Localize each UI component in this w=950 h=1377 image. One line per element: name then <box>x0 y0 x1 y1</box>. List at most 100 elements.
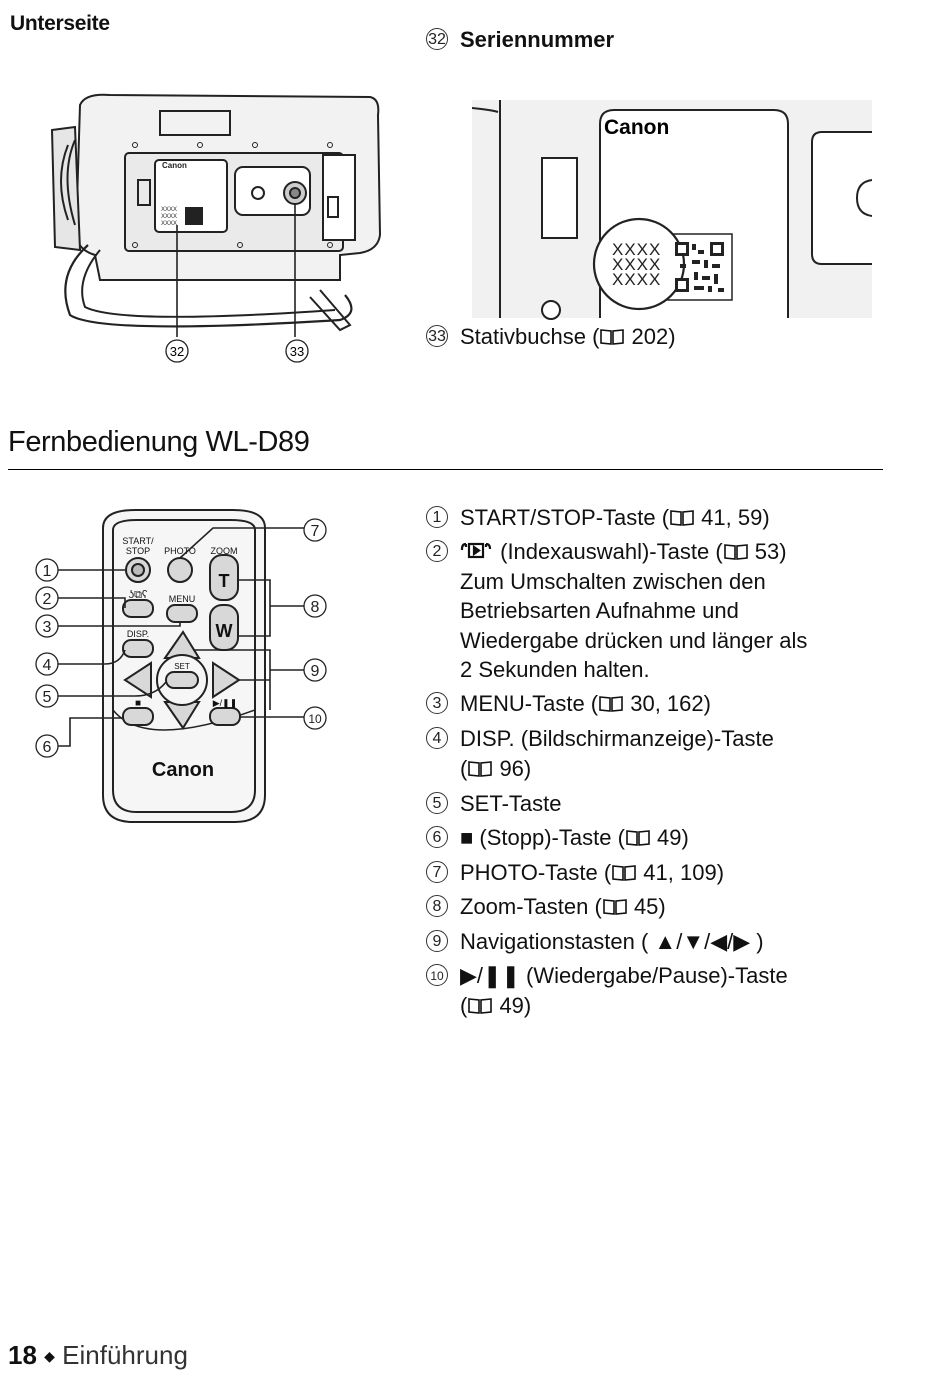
book-icon <box>626 830 650 846</box>
item-text-line: SET-Taste <box>460 789 880 819</box>
remote-callout-8: 8 <box>303 594 327 618</box>
svg-text:XXXX: XXXX <box>161 214 177 220</box>
item-text: (Indexauswahl)-Taste ( <box>494 539 723 564</box>
item-text: DISP. (Bildschirmanzeige)-Taste <box>460 726 774 751</box>
item-text-line: ( 49) <box>460 991 880 1021</box>
item-text: Wiedergabe drücken und länger als <box>460 627 808 653</box>
item-text-line: START/STOP-Taste ( 41, 59) <box>460 503 880 533</box>
item-number: 3 <box>426 692 448 714</box>
svg-text:XXXX: XXXX <box>161 207 177 213</box>
tripod-socket-label: Stativbuchse ( <box>460 324 600 349</box>
book-icon <box>600 329 625 345</box>
footer-separator: ◆ <box>44 1348 55 1364</box>
svg-text:10: 10 <box>308 712 322 726</box>
svg-text:33: 33 <box>290 344 304 359</box>
svg-text:2: 2 <box>43 591 52 608</box>
svg-text:ʖ⧉ʕ: ʖ⧉ʕ <box>129 589 148 601</box>
item-text: Betriebsarten Aufnahme und <box>460 598 739 623</box>
item-number: 6 <box>426 826 448 848</box>
item-text-line: PHOTO-Taste ( 41, 109) <box>460 858 880 888</box>
item-text-line: Wiedergabe drücken und länger als <box>460 626 880 656</box>
serial-code-line-1: XXXX <box>612 240 661 259</box>
item-text: 49) <box>650 825 689 850</box>
item-text: 53) <box>748 539 787 564</box>
remote-callout-5: 5 <box>35 684 59 708</box>
btn-start-stop-label-1: START/ <box>122 536 154 546</box>
item-text-line: Zoom-Tasten ( 45) <box>460 892 880 922</box>
item-text: 96) <box>493 755 532 781</box>
page-footer: 18 ◆ Einführung <box>8 1340 188 1371</box>
item-text-line: ▶/❚❚ (Wiedergabe/Pause)-Taste <box>460 961 880 991</box>
remote-callout-9: 9 <box>303 658 327 682</box>
item-text: PHOTO-Taste ( <box>460 860 612 885</box>
item-text-line: MENU-Taste ( 30, 162) <box>460 689 880 719</box>
svg-text:3: 3 <box>43 619 52 636</box>
item-text: Zum Umschalten zwischen den <box>460 568 766 594</box>
camera-underside-illustration: Canon XXXX XXXX XXXX 32 33 <box>50 93 382 363</box>
book-icon <box>670 510 694 526</box>
remote-brand: Canon <box>152 759 214 781</box>
item-text: 45) <box>627 894 666 919</box>
item-number: 1 <box>426 506 448 528</box>
qr-code-icon <box>675 242 724 292</box>
item-text-line: (Indexauswahl)-Taste ( 53) <box>460 537 880 567</box>
item-text: 2 Sekunden halten. <box>460 657 650 682</box>
tripod-page-ref: 202) <box>625 324 676 349</box>
btn-zoom-label: ZOOM <box>211 546 238 556</box>
remote-control-illustration: START/ STOP PHOTO ZOOM MENU DISP. SET T … <box>35 509 327 823</box>
item-number: 10 <box>426 964 448 986</box>
item-text: SET-Taste <box>460 791 562 816</box>
book-icon <box>723 544 748 560</box>
item-number: 7 <box>426 861 448 883</box>
book-icon <box>599 696 623 712</box>
remote-callout-4: 4 <box>35 652 59 676</box>
serial-code-line-2: XXXX <box>612 255 661 274</box>
item-text: ■ (Stopp)-Taste ( <box>460 825 625 850</box>
subheading: Unterseite <box>10 12 110 35</box>
item-text: ( <box>460 992 468 1018</box>
btn-photo-label: PHOTO <box>164 546 196 556</box>
serial-number-label: Seriennummer <box>460 27 615 52</box>
item-text: START/STOP-Taste ( <box>460 505 670 530</box>
item-number: 5 <box>426 792 448 814</box>
item-number: 4 <box>426 727 448 749</box>
camera-callout-33: 33 <box>285 339 309 363</box>
svg-text:8: 8 <box>311 599 320 616</box>
item-text: 49) <box>493 992 532 1018</box>
item-text-line: 2 Sekunden halten. <box>460 655 880 685</box>
btn-tele-label: T <box>219 571 230 591</box>
item-text: 41, 109) <box>637 860 725 885</box>
item-number: 9 <box>426 930 448 952</box>
item-text: MENU-Taste ( <box>460 691 599 716</box>
svg-text:32: 32 <box>170 344 184 359</box>
item-text: Zoom-Tasten ( <box>460 894 602 919</box>
remote-callout-2: 2 <box>35 586 59 610</box>
item-text: 30, 162) <box>624 691 711 716</box>
page-number: 18 <box>8 1340 37 1370</box>
index-selection-icon <box>460 542 492 559</box>
item-number: 8 <box>426 895 448 917</box>
item-text-line: Navigationstasten ( ▲/▼/◀/▶ ) <box>460 927 880 957</box>
svg-text:5: 5 <box>43 689 52 706</box>
btn-wide-label: W <box>216 621 233 641</box>
svg-text:6: 6 <box>43 739 52 756</box>
camera-callout-32: 32 <box>165 339 189 363</box>
item-text: ▶/❚❚ (Wiedergabe/Pause)-Taste <box>460 963 788 988</box>
svg-text:9: 9 <box>311 663 320 680</box>
svg-text:1: 1 <box>43 563 52 580</box>
item-text-line: ■ (Stopp)-Taste ( 49) <box>460 823 880 853</box>
book-icon <box>603 899 627 915</box>
btn-disp-label: DISP. <box>127 629 149 639</box>
item-number: 33 <box>426 325 448 347</box>
book-icon <box>468 760 493 777</box>
svg-text:XXXX: XXXX <box>161 221 177 227</box>
book-icon <box>468 997 493 1014</box>
closeup-brand: Canon <box>604 116 669 139</box>
item-text-line: DISP. (Bildschirmanzeige)-Taste <box>460 724 880 754</box>
remote-callout-3: 3 <box>35 614 59 638</box>
remote-callout-1: 1 <box>35 558 59 582</box>
svg-text:7: 7 <box>311 523 320 540</box>
svg-text:▶/❚❚: ▶/❚❚ <box>213 698 238 709</box>
item-number: 32 <box>426 28 448 50</box>
section-divider <box>8 469 883 470</box>
